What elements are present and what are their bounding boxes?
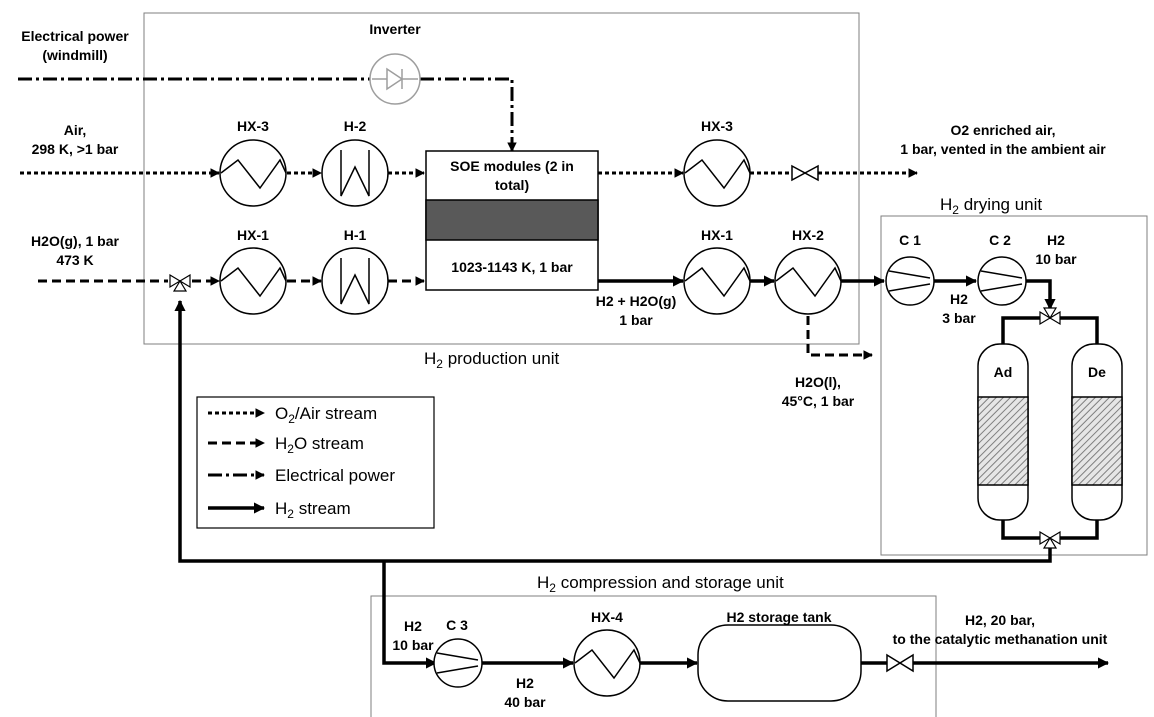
ad-label: Ad bbox=[994, 364, 1013, 380]
legend-h2-label: H2 stream bbox=[275, 499, 351, 521]
hx3-label: HX-3 bbox=[237, 118, 269, 134]
heat-exchanger-icon bbox=[683, 247, 751, 315]
soe-module-block bbox=[425, 150, 599, 291]
h2-3bar-label-2: 3 bar bbox=[942, 310, 976, 326]
heat-exchanger-icon bbox=[219, 247, 287, 315]
air-input-label-1: Air, bbox=[64, 122, 87, 138]
soe-title-1: SOE modules (2 in bbox=[450, 158, 574, 174]
h2-line-valve-de bbox=[1060, 316, 1099, 344]
valve-icon bbox=[886, 653, 914, 673]
h2-storage-tank bbox=[697, 624, 862, 702]
hx2-label: HX-2 bbox=[792, 227, 824, 243]
h2-line-ad-bottom bbox=[1001, 520, 1040, 540]
c2-label: C 2 bbox=[989, 232, 1011, 248]
hx3-out-label: HX-3 bbox=[701, 118, 733, 134]
water-input-label-1: H2O(g), 1 bar bbox=[31, 233, 119, 249]
product-label-1: H2, 20 bar, bbox=[965, 612, 1035, 628]
heat-exchanger-icon bbox=[774, 247, 842, 315]
h2-line-c2-valve bbox=[1026, 279, 1056, 311]
h2-line-to-c3 bbox=[382, 561, 438, 669]
tank-label: H2 storage tank bbox=[726, 609, 831, 625]
storage-unit-label: H2 compression and storage unit bbox=[537, 573, 784, 595]
heat-exchanger-icon bbox=[219, 139, 287, 207]
drying-unit-label: H2 drying unit bbox=[940, 195, 1042, 217]
legend-water-label: H2O stream bbox=[275, 434, 364, 456]
legend-power-label: Electrical power bbox=[275, 466, 395, 485]
soe-condition: 1023-1143 K, 1 bar bbox=[451, 259, 573, 275]
h2-line-de-bottom bbox=[1060, 520, 1099, 540]
h2-recycle-line bbox=[174, 299, 1052, 563]
h2-10bar-label-1: H2 bbox=[1047, 232, 1065, 248]
power-line-to-soe bbox=[420, 77, 517, 152]
power-input-label-2: (windmill) bbox=[42, 47, 107, 63]
inverter-label: Inverter bbox=[369, 21, 421, 37]
o2-output-label-2: 1 bar, vented in the ambient air bbox=[900, 141, 1106, 157]
adsorber-vessel-ad bbox=[977, 343, 1029, 521]
hx1-out-label: HX-1 bbox=[701, 227, 733, 243]
c3-label: C 3 bbox=[446, 617, 468, 633]
three-way-valve-icon bbox=[1039, 530, 1061, 549]
storage-inlet-label-1: H2 bbox=[404, 618, 422, 634]
h2-40bar-label-2: 40 bar bbox=[504, 694, 546, 710]
inverter-icon bbox=[369, 53, 421, 105]
storage-unit-frame bbox=[370, 595, 937, 717]
legend: O2/Air stream H2O stream Electrical powe… bbox=[196, 396, 435, 529]
h2-line-valve-ad bbox=[1001, 316, 1040, 344]
production-unit-frame bbox=[143, 12, 860, 345]
condensate-out-line bbox=[806, 316, 873, 360]
soe-outlet-label-2: 1 bar bbox=[619, 312, 653, 328]
de-label: De bbox=[1088, 364, 1106, 380]
h2-10bar-label-2: 10 bar bbox=[1035, 251, 1077, 267]
soe-core bbox=[425, 199, 599, 241]
hx1-label: HX-1 bbox=[237, 227, 269, 243]
heater-icon bbox=[321, 139, 389, 207]
heater-icon bbox=[321, 247, 389, 315]
soe-outlet-label-1: H2 + H2O(g) bbox=[596, 293, 677, 309]
air-input-label-2: 298 K, >1 bar bbox=[32, 141, 119, 157]
condensate-label-2: 45°C, 1 bar bbox=[782, 393, 855, 409]
o2-output-label-1: O2 enriched air, bbox=[950, 122, 1055, 138]
three-way-valve-icon bbox=[1039, 307, 1061, 326]
heat-exchanger-icon bbox=[573, 629, 641, 697]
three-way-valve-icon bbox=[169, 273, 191, 292]
water-input-label-2: 473 K bbox=[56, 252, 93, 268]
compressor-icon bbox=[977, 256, 1027, 306]
product-label-2: to the catalytic methanation unit bbox=[893, 631, 1108, 647]
h1-heater-label: H-1 bbox=[344, 227, 367, 243]
heat-exchanger-icon bbox=[683, 139, 751, 207]
compressor-icon bbox=[433, 638, 483, 688]
legend-box bbox=[196, 396, 435, 529]
condensate-label-1: H2O(l), bbox=[795, 374, 841, 390]
h2-3bar-label-1: H2 bbox=[950, 291, 968, 307]
compressor-icon bbox=[885, 256, 935, 306]
power-input-label-1: Electrical power bbox=[21, 28, 129, 44]
production-unit-label: H2 production unit bbox=[424, 349, 559, 371]
hx4-label: HX-4 bbox=[591, 609, 623, 625]
legend-air-label: O2/Air stream bbox=[275, 404, 377, 426]
soe-title-2: total) bbox=[495, 177, 529, 193]
h2-heater-label: H-2 bbox=[344, 118, 367, 134]
drying-unit-frame bbox=[880, 215, 1148, 556]
adsorber-vessel-de bbox=[1071, 343, 1123, 521]
c1-label: C 1 bbox=[899, 232, 921, 248]
h2-40bar-label-1: H2 bbox=[516, 675, 534, 691]
storage-inlet-label-2: 10 bar bbox=[392, 637, 434, 653]
valve-icon bbox=[791, 164, 819, 182]
